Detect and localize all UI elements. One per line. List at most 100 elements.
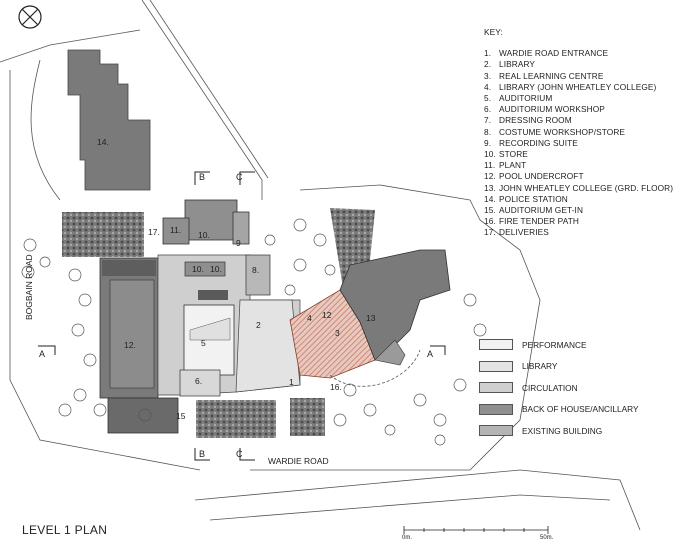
key-item-number: 1. xyxy=(484,48,492,59)
key-item-label: PLANT xyxy=(499,160,527,171)
hedge-strip xyxy=(290,398,325,436)
room-label-13: 13 xyxy=(366,313,376,323)
key-item: 5. AUDITORIUM xyxy=(484,93,673,104)
key-item-label: AUDITORIUM WORKSHOP xyxy=(499,104,605,115)
legend-label: EXISTING BUILDING xyxy=(522,425,603,436)
key-item: 8.COSTUME WORKSHOP/STORE xyxy=(484,127,673,138)
library-zone xyxy=(235,299,301,393)
section-marker-b-top: B xyxy=(199,172,206,182)
john-wheatley-college xyxy=(339,249,451,366)
road-label-bogbain: BOGBAIN ROAD xyxy=(24,254,34,320)
key-item-number: 2. xyxy=(484,59,492,70)
back-of-house-block xyxy=(162,199,271,300)
key-item-label: WARDIE ROAD ENTRANCE xyxy=(499,48,609,59)
scale-end-label: 50m. xyxy=(540,535,554,541)
fire-tender-path xyxy=(329,349,421,387)
key-item-number: 10. xyxy=(484,149,496,160)
key-item-number: 15. xyxy=(484,205,496,216)
key-item-label: POLICE STATION xyxy=(499,193,568,204)
key-item-number: 17. xyxy=(484,227,496,238)
hedge-strip xyxy=(62,212,144,257)
key-item-label: REAL LEARNING CENTRE xyxy=(499,70,604,81)
room-label-6: 6. xyxy=(195,376,203,386)
legend-label: CIRCULATION xyxy=(522,382,578,393)
key-item-label: AUDITORIUM xyxy=(499,93,553,104)
key-item-label: STORE xyxy=(499,149,528,160)
pool-block xyxy=(99,257,179,434)
room-label-15: 15 xyxy=(176,411,186,421)
legend-item: PERFORMANCE xyxy=(479,334,639,356)
legend-label: LIBRARY xyxy=(522,361,558,372)
north-arrow-icon xyxy=(18,5,42,29)
legend-item: CIRCULATION xyxy=(479,377,639,399)
key-item-number: 9. xyxy=(484,137,492,148)
key-item-number: 16. xyxy=(484,216,496,227)
key-item: 7.DRESSING ROOM xyxy=(484,115,673,126)
room-label-12: 12 xyxy=(322,310,332,320)
key-item: 12.POOL UNDERCROFT xyxy=(484,171,673,182)
key-item: 16.FIRE TENDER PATH xyxy=(484,216,673,227)
hedge-strip xyxy=(196,400,276,438)
legend-swatch xyxy=(479,339,513,351)
legend: PERFORMANCE LIBRARY CIRCULATION BACK OF HOU… xyxy=(479,334,639,442)
legend-swatch xyxy=(479,360,513,372)
key-item: 9.RECORDING SUITE xyxy=(484,138,673,149)
key-item: 15.AUDITORIUM GET-IN xyxy=(484,205,673,216)
legend-item: BACK OF HOUSE/ANCILLARY xyxy=(479,399,639,421)
auditorium-zone xyxy=(179,304,235,397)
section-marker-a-left: A xyxy=(39,349,46,359)
site-boundary xyxy=(0,0,641,531)
room-label-3: 3 xyxy=(335,328,340,338)
key-panel: KEY: 1. WARDIE ROAD ENTRANCE 2. LIBRARY 3. RE… xyxy=(484,27,673,239)
room-label-2: 2 xyxy=(256,320,261,330)
key-item: 11.PLANT xyxy=(484,160,673,171)
key-title: KEY: xyxy=(484,27,503,37)
police-station xyxy=(67,49,151,191)
key-item-number: 8. xyxy=(484,126,492,137)
key-item: 2. LIBRARY xyxy=(484,59,673,70)
legend-label: PERFORMANCE xyxy=(522,339,587,350)
key-item-label: FIRE TENDER PATH xyxy=(499,216,579,227)
room-label-14: 14. xyxy=(97,137,109,147)
key-item-label: DELIVERIES xyxy=(499,227,549,238)
room-label-10: 10. xyxy=(210,264,222,274)
section-lines xyxy=(38,171,446,461)
key-item-number: 5. xyxy=(484,93,492,104)
key-item-label: LIBRARY (JOHN WHEATLEY COLLEGE) xyxy=(499,81,657,92)
legend-item: EXISTING BUILDING xyxy=(479,420,639,442)
tree-icons xyxy=(21,218,487,446)
key-item-number: 14. xyxy=(484,193,496,204)
room-label-5: 5 xyxy=(201,338,206,348)
key-item: 10.STORE xyxy=(484,149,673,160)
room-label-11: 11. xyxy=(170,225,182,235)
scale-start-label: 0m. xyxy=(402,535,413,541)
key-list: 1. WARDIE ROAD ENTRANCE 2. LIBRARY 3. REAL LE… xyxy=(484,48,673,238)
room-label-10: 10. xyxy=(192,264,204,274)
key-item-number: 3. xyxy=(484,70,492,81)
key-item-label: JOHN WHEATLEY COLLEGE (GRD. FLOOR) xyxy=(499,182,674,193)
plan-title: LEVEL 1 PLAN xyxy=(22,523,108,537)
key-item: 17.DELIVERIES xyxy=(484,227,673,238)
scale-bar xyxy=(403,526,549,534)
room-label-8: 8. xyxy=(252,265,260,275)
key-item-label: LIBRARY xyxy=(499,59,536,70)
section-marker-c-top: C xyxy=(236,172,243,182)
room-label-17: 17. xyxy=(148,227,160,237)
section-marker-a-right: A xyxy=(427,349,434,359)
legend-item: LIBRARY xyxy=(479,356,639,378)
key-item-number: 13. xyxy=(484,182,496,193)
room-label-1: 1 xyxy=(289,377,294,387)
legend-swatch xyxy=(479,425,513,437)
key-item: 14.POLICE STATION xyxy=(484,194,673,205)
room-label-12: 12. xyxy=(124,340,136,350)
section-marker-b-bottom: B xyxy=(199,449,206,459)
key-item-number: 11. xyxy=(484,160,496,171)
road-label-wardie: WARDIE ROAD xyxy=(268,456,329,466)
key-item: 3. REAL LEARNING CENTRE xyxy=(484,71,673,82)
key-item-label: AUDITORIUM GET-IN xyxy=(499,205,584,216)
room-label-4: 4 xyxy=(307,313,312,323)
room-label-16: 16. xyxy=(330,382,342,392)
key-item-number: 12. xyxy=(484,171,496,182)
key-item-label: POOL UNDERCROFT xyxy=(499,171,584,182)
